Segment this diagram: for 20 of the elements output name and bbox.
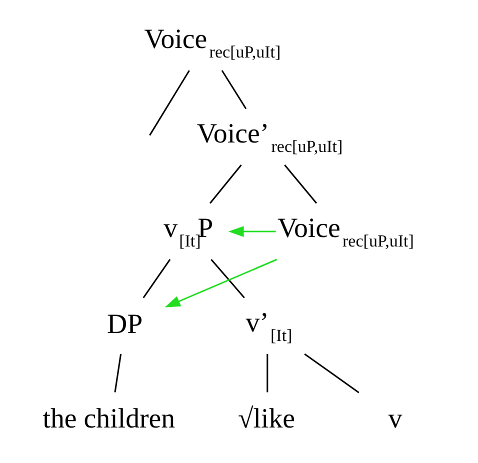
node-text: v’$_{[It]}$ <box>245 307 292 345</box>
connector <box>210 258 244 298</box>
node-text: v$_{[It]}$P <box>163 212 213 250</box>
arrow <box>164 258 277 308</box>
connector <box>142 259 170 298</box>
connector <box>220 70 246 110</box>
node-text: v <box>388 403 402 434</box>
node-text: √like <box>237 403 295 434</box>
node-text: Voice$_{rec[uP,uIt]}$ <box>144 24 280 62</box>
connector <box>266 354 268 392</box>
connector <box>148 70 190 136</box>
connector <box>209 164 242 204</box>
connector <box>114 354 122 392</box>
node-text: DP <box>106 308 142 340</box>
node-text: the children <box>42 403 175 434</box>
node-text: Voice$_{rec[uP,uIt]}$ <box>276 212 414 250</box>
arrow <box>228 226 276 237</box>
connector <box>284 164 317 204</box>
node-text: Voice’$_{rec[uP,uIt]}$ <box>196 118 342 156</box>
connector <box>304 353 359 394</box>
